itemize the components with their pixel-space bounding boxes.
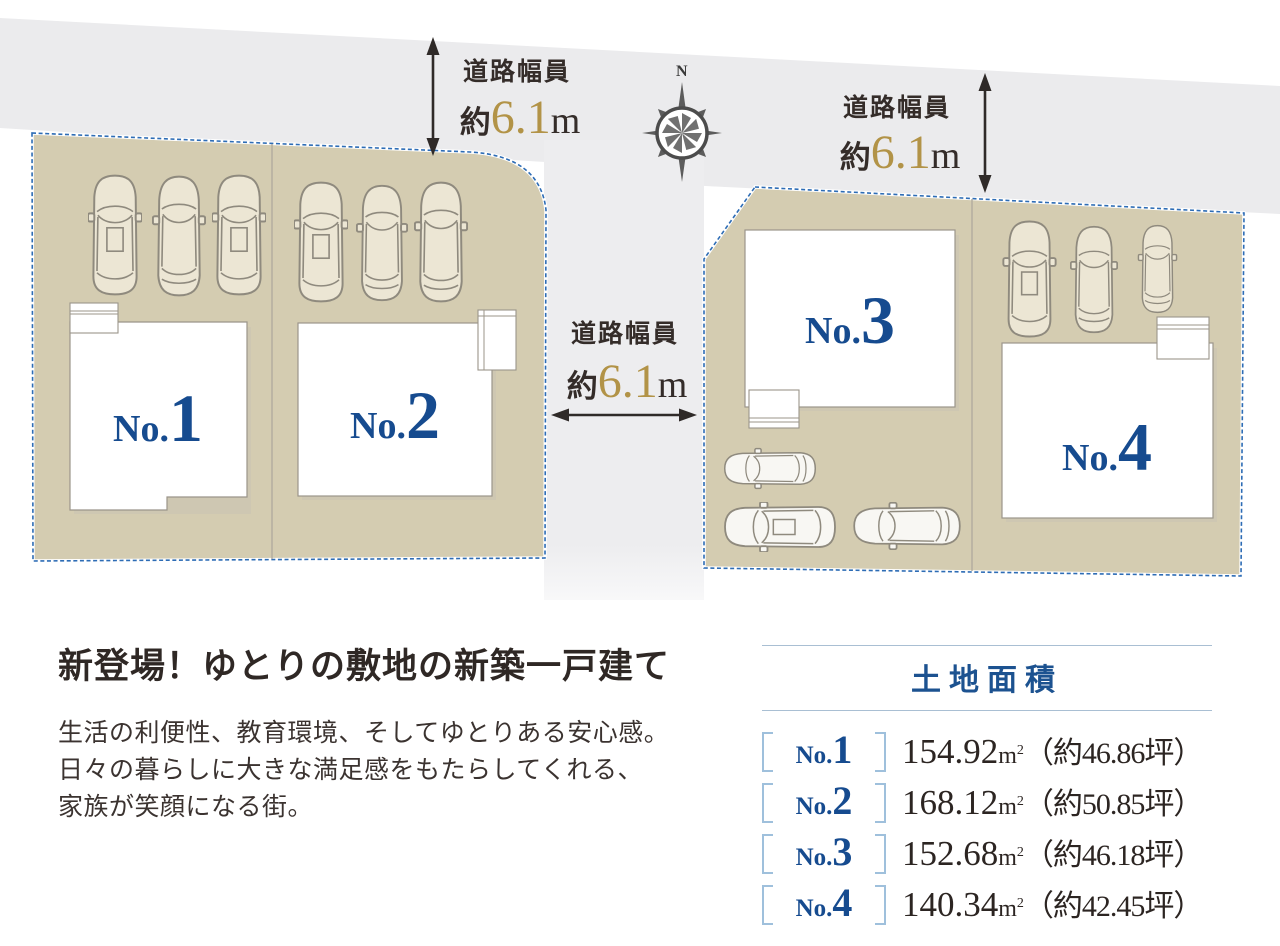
- bracket-right-icon: [875, 833, 886, 874]
- description-line: 生活の利便性、教育環境、そしてゆとりある安心感。: [58, 719, 670, 747]
- table-rows: No.1 154.92m2（約46.86坪） No.2 168.12m2（約50…: [762, 726, 1212, 930]
- road-center-vertical: [544, 140, 704, 600]
- row-area-value: 168.12m2（約50.85坪）: [902, 783, 1203, 822]
- bracket-left-icon: [762, 731, 773, 772]
- bracket-left-icon: [762, 782, 773, 823]
- house-2: No.2: [297, 309, 517, 500]
- table-row: No.4 140.34m2（約42.45坪）: [762, 879, 1212, 930]
- bracket-right-icon: [875, 782, 886, 823]
- compass-icon: N: [642, 63, 722, 182]
- svg-text:約6.1m: 約6.1m: [840, 126, 961, 179]
- parking-lot-2: [294, 181, 468, 303]
- parking-lot-1: [88, 174, 266, 297]
- lot-4-label: No.4: [1062, 409, 1152, 485]
- svg-text:道路幅員: 道路幅員: [571, 319, 679, 348]
- table-row: No.1 154.92m2（約46.86坪）: [762, 726, 1212, 777]
- bracket-right-icon: [875, 731, 886, 772]
- table-title: 土地面積: [762, 645, 1212, 711]
- svg-text:道路幅員: 道路幅員: [843, 93, 951, 122]
- bracket-left-icon: [762, 884, 773, 925]
- bracket-right-icon: [875, 884, 886, 925]
- row-lot-number: No.3: [795, 829, 853, 874]
- svg-text:約6.1m: 約6.1m: [567, 355, 688, 408]
- row-area-value: 154.92m2（約46.86坪）: [902, 732, 1203, 771]
- page-title: 新登場！ゆとりの敷地の新築一戸建て: [58, 647, 671, 686]
- row-lot-number: No.1: [795, 727, 853, 772]
- land-area-table: 土地面積 No.1 154.92m2（約46.86坪） No.2 168.12m…: [762, 645, 1212, 930]
- house-3: No.3: [744, 229, 959, 429]
- row-lot-number: No.2: [795, 778, 853, 823]
- description-line: 日々の暮らしに大きな満足感をもたらしてくれる、: [58, 756, 644, 784]
- row-area-value: 152.68m2（約46.18坪）: [902, 834, 1203, 873]
- row-area-value: 140.34m2（約42.45坪）: [902, 885, 1203, 924]
- road-width-annotation-top-left: 道路幅員 約6.1m: [426, 37, 581, 156]
- compass-north-label: N: [676, 63, 688, 80]
- lot-3-label: No.3: [805, 282, 895, 358]
- table-row: No.3 152.68m2（約46.18坪）: [762, 828, 1212, 879]
- description-block: 新登場！ゆとりの敷地の新築一戸建て 生活の利便性、教育環境、そしてゆとりある安心…: [58, 638, 718, 826]
- bracket-left-icon: [762, 833, 773, 874]
- road-width-annotation-top-right: 道路幅員 約6.1m: [840, 73, 992, 193]
- lot-1-label: No.1: [113, 380, 203, 456]
- lot-2-label: No.2: [350, 377, 440, 453]
- svg-text:道路幅員: 道路幅員: [463, 57, 571, 86]
- road-top: [0, 18, 1280, 214]
- table-row: No.2 168.12m2（約50.85坪）: [762, 777, 1212, 828]
- site-plan: No.1 No.2 No.3 No.4: [0, 18, 1280, 600]
- row-lot-number: No.4: [795, 880, 853, 925]
- house-1: No.1: [69, 302, 251, 514]
- description-text: 生活の利便性、教育環境、そしてゆとりある安心感。 日々の暮らしに大きな満足感をも…: [58, 715, 718, 826]
- description-line: 家族が笑顔になる街。: [58, 793, 314, 821]
- svg-text:約6.1m: 約6.1m: [460, 91, 581, 144]
- house-4: No.4: [1001, 316, 1217, 522]
- road-width-annotation-center: 道路幅員 約6.1m: [551, 319, 697, 422]
